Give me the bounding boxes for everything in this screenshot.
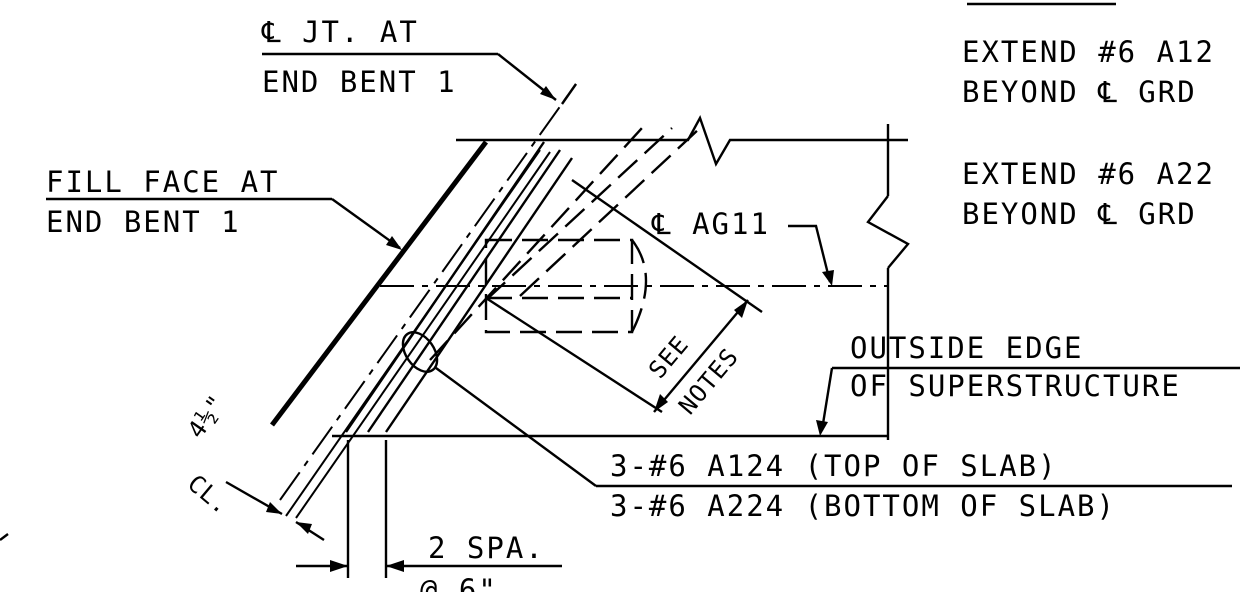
see-notes-ext-bottom (485, 296, 663, 414)
spacing-label-line-2: @ 6" (420, 573, 498, 592)
cl-ag11-leader (788, 224, 832, 283)
fill-face-label-line-2: END BENT 1 (46, 205, 241, 239)
note-1-line-1: EXTEND #6 A12 (962, 35, 1215, 69)
see-notes-arrow-bottom (654, 394, 668, 412)
see-notes-arrow-top (734, 300, 748, 318)
clear-dim-value: 4½" (182, 389, 232, 443)
note-2-line-1: EXTEND #6 A22 (962, 157, 1215, 191)
fill-face-line (270, 140, 488, 427)
edge-tick (0, 533, 9, 541)
bar-line-3 (385, 157, 573, 433)
see-notes-dim-line (653, 299, 749, 413)
fill-face-leader (331, 198, 401, 249)
cl-joint-label-line-2: END BENT 1 (262, 65, 457, 99)
spacing-arrow-right (386, 560, 404, 572)
outside-edge-leader (820, 367, 834, 431)
cl-ag11-leader-arrow (822, 270, 834, 286)
spacing-label-line-1: 2 SPA. (428, 531, 545, 565)
outside-edge-label-line-1: OUTSIDE EDGE (850, 331, 1084, 365)
bar-dashed-3 (519, 127, 701, 297)
joint-centerline-end (561, 83, 577, 105)
bar-callout-leader (435, 367, 597, 487)
bar-callout-ellipse (401, 331, 439, 373)
fill-face-label-line-1: FILL FACE AT (46, 165, 280, 199)
outside-edge-leader-arrow (816, 420, 828, 436)
see-notes-label-1: SEE (643, 330, 694, 384)
bars-bottom-label: 3-#6 A224 (BOTTOM OF SLAB) (610, 489, 1116, 523)
note-1-line-2: BEYOND ℄ GRD (962, 75, 1197, 109)
girder-dashed-outline (484, 238, 634, 334)
clear-dim-arrow-right (296, 522, 312, 534)
see-notes-ext-top (571, 179, 763, 313)
note-2-line-2: BEYOND ℄ GRD (962, 197, 1197, 231)
outside-edge-label-line-2: OF SUPERSTRUCTURE (850, 369, 1181, 403)
clear-dim-arrow-left (266, 502, 282, 514)
girder-dashed-curve (630, 239, 648, 333)
fill-face-leader-arrow (386, 236, 402, 250)
top-edge-break (456, 115, 908, 167)
cl-ag11-label: ℄ AG11 (651, 207, 770, 241)
cl-joint-label-line-1: ℄ JT. AT (261, 15, 419, 49)
joint-centerline (279, 83, 577, 501)
right-edge-break (866, 195, 910, 269)
bars-top-label: 3-#6 A124 (TOP OF SLAB) (610, 449, 1058, 483)
cl-joint-leader-arrow (540, 86, 556, 100)
spacing-arrow-left (330, 560, 348, 572)
bar-dashed-2 (485, 127, 673, 301)
clear-dim-suffix: CL. (182, 469, 236, 520)
bar-dashed-1 (429, 127, 643, 361)
bar-line-2 (367, 149, 561, 433)
